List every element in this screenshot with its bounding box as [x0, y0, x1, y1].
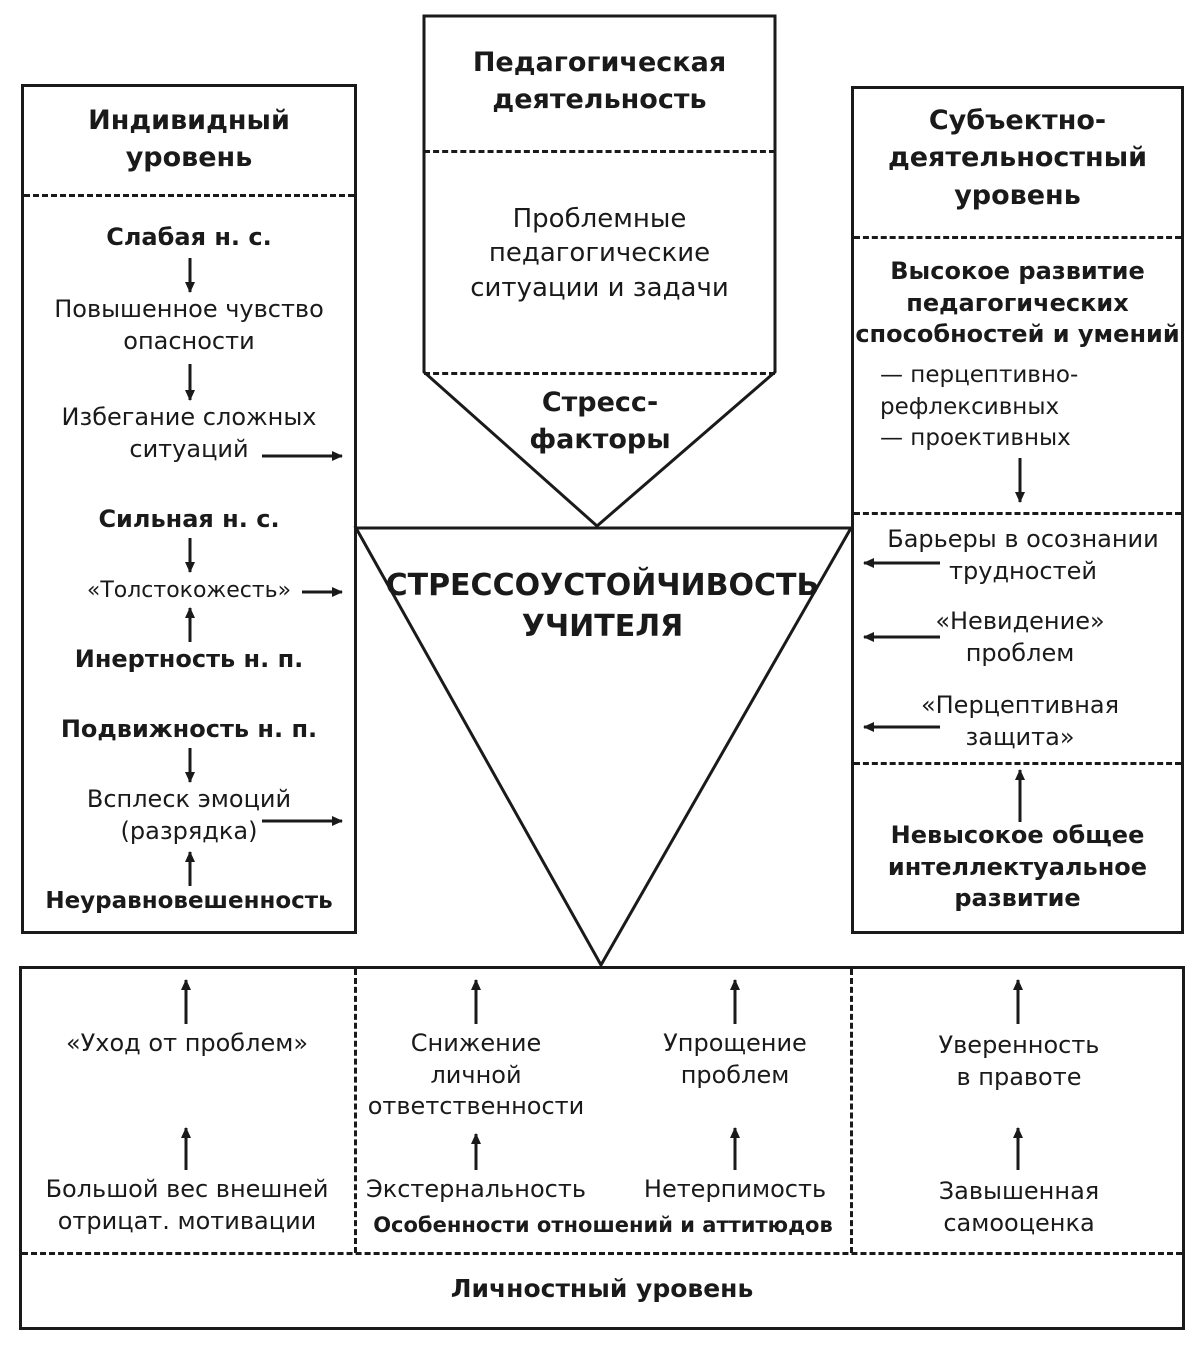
bottom-hdivider	[22, 1252, 1182, 1255]
left-mobility: Подвижность н. п.	[60, 715, 318, 743]
right-perc-defense: «Перцептивная защита»	[920, 691, 1120, 751]
left-strong-ns: Сильная н. с.	[98, 505, 280, 533]
bottom-title: Личностный уровень	[450, 1274, 754, 1303]
top-pentagon	[422, 14, 777, 528]
right-divider-1	[854, 236, 1181, 239]
top-title: Педагогическая деятельность	[472, 47, 727, 116]
right-arrows	[863, 458, 1025, 822]
bottom-self-esteem: Завышенная самооценка	[938, 1177, 1100, 1237]
left-danger: Повышенное чувство опасности	[54, 295, 324, 355]
center-title: СТРЕССОУСТОЙЧИВОСТЬ УЧИТЕЛЯ	[385, 568, 820, 644]
right-perceptive: — перцептивно- рефлексивных — проективны…	[880, 362, 1079, 452]
bottom-vdivider-1	[354, 969, 357, 1253]
bottom-box	[19, 966, 1185, 1330]
top-divider-2	[424, 372, 775, 375]
left-weak-ns: Слабая н. с.	[106, 223, 272, 251]
right-divider-3	[854, 762, 1181, 765]
left-avoid: Избегание сложных ситуаций	[61, 403, 317, 463]
center-triangle	[353, 526, 854, 969]
bottom-less-resp: Снижение личной ответственности	[367, 1029, 585, 1121]
top-problems: Проблемные педагогические ситуации и зад…	[470, 204, 729, 303]
left-imbalance: Неуравновешенность	[45, 888, 333, 914]
bottom-intolerance: Нетерпимость	[643, 1175, 827, 1203]
bottom-withdrawal: «Уход от проблем»	[65, 1029, 308, 1057]
bottom-confidence: Уверенность в правоте	[938, 1031, 1100, 1091]
right-title: Субъектно- деятельностный уровень	[887, 105, 1148, 211]
left-arrows	[185, 258, 343, 886]
left-emotions: Всплеск эмоций (разрядка)	[86, 785, 292, 845]
bottom-externality: Экстернальность	[365, 1175, 586, 1203]
bottom-arrows	[181, 979, 1023, 1170]
left-divider	[24, 194, 354, 197]
bottom-vdivider-2	[850, 969, 853, 1253]
left-title: Индивидный уровень	[88, 105, 290, 174]
left-thick-skin: «Толстокожесть»	[86, 578, 292, 603]
left-inertia: Инертность н. п.	[74, 645, 304, 673]
right-high-dev: Высокое развитие педагогических способно…	[855, 257, 1180, 349]
right-low-intel: Невысокое общее интеллектуальное развити…	[887, 821, 1148, 913]
bottom-relations: Особенности отношений и аттитюдов	[373, 1213, 833, 1237]
bottom-ext-motivation: Большой вес внешней отрицат. мотивации	[45, 1175, 329, 1235]
right-divider-2	[854, 512, 1181, 515]
right-nevidenie: «Невидение» проблем	[935, 607, 1105, 667]
top-stress-factors: Стресс- факторы	[529, 387, 671, 456]
left-box	[21, 84, 357, 934]
right-box	[851, 86, 1184, 934]
bottom-simplify: Упрощение проблем	[663, 1029, 807, 1089]
right-barriers: Барьеры в осознании трудностей	[887, 525, 1159, 585]
top-divider-1	[424, 150, 775, 153]
